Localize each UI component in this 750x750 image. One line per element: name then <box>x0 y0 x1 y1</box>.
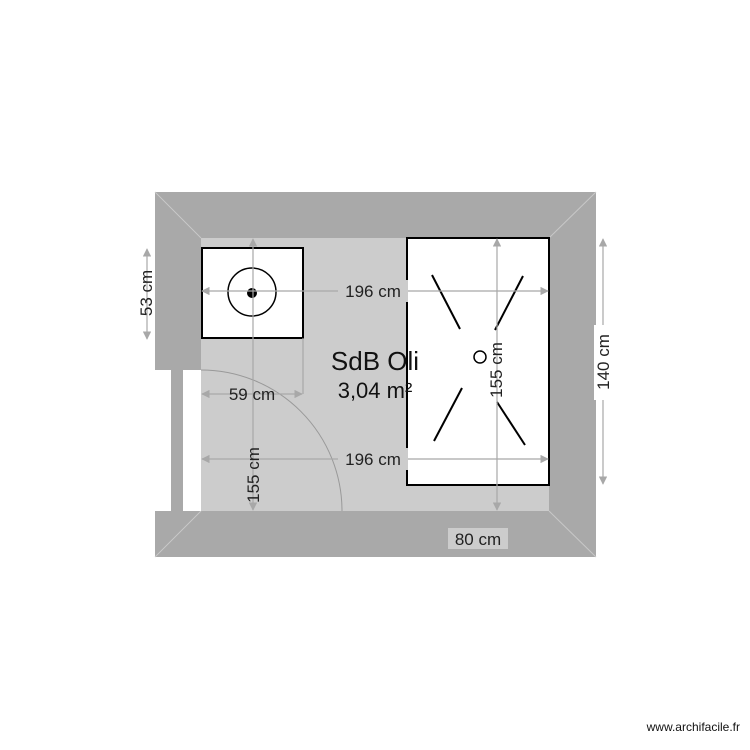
dim-width-bottom: 196 cm <box>345 450 401 469</box>
room-name: SdB Oli <box>331 346 419 376</box>
dim-toilet-width: 59 cm <box>229 385 275 404</box>
watermark: www.archifacile.fr <box>646 720 740 734</box>
drain-icon <box>473 350 487 364</box>
dim-height-shower: 155 cm <box>487 342 506 398</box>
dim-shower-length: 140 cm <box>594 334 613 390</box>
room-area: 3,04 m² <box>338 378 413 403</box>
door[interactable] <box>155 369 343 512</box>
labels: 196 cm 196 cm 155 cm 155 cm 53 cm 140 cm… <box>137 270 613 549</box>
dim-width-top: 196 cm <box>345 282 401 301</box>
dim-toilet-depth: 53 cm <box>137 270 156 316</box>
shower <box>406 237 550 486</box>
dim-door-width: 80 cm <box>455 530 501 549</box>
dim-height-left: 155 cm <box>244 447 263 503</box>
